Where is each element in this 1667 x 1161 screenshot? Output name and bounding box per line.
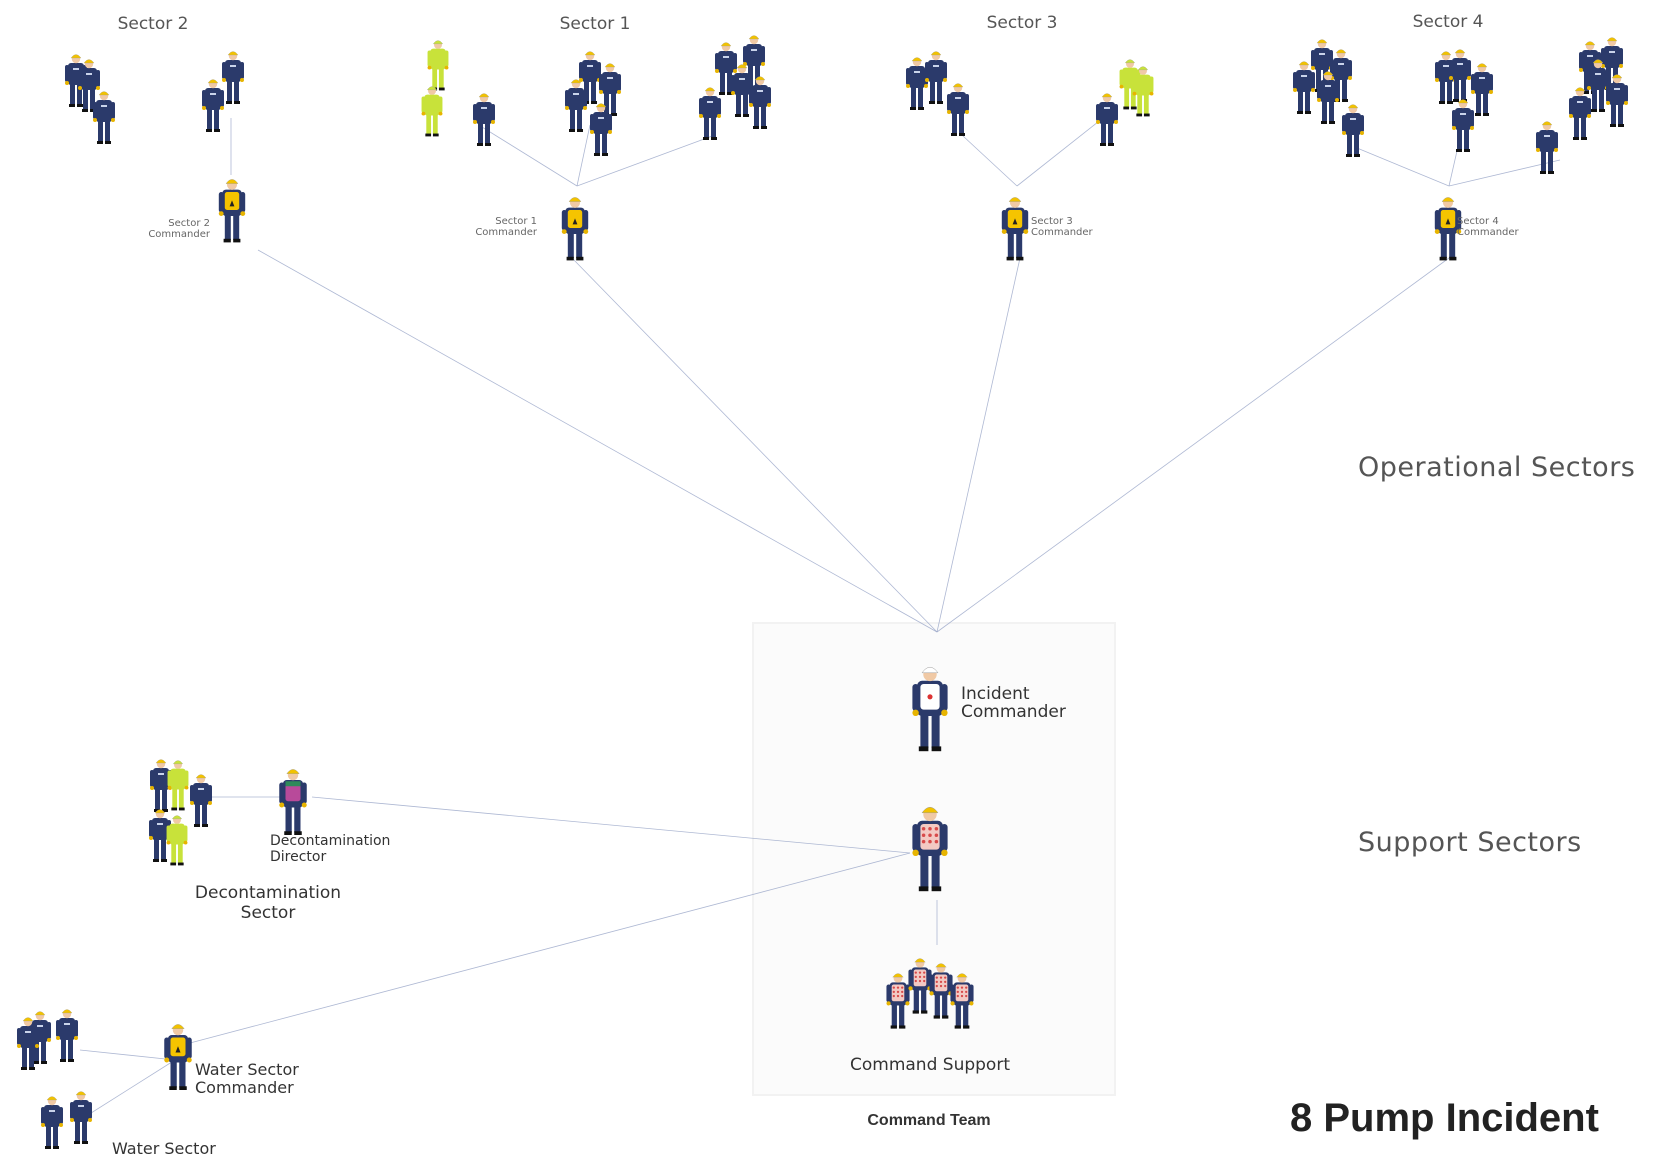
decon-sector-line-1: Decontamination: [194, 883, 342, 903]
sector-1-commander-line-1: Sector 1: [495, 216, 537, 227]
sector-2-commander-line-2: Commander: [148, 229, 210, 240]
sector-4-commander-label: Sector 4 Commander: [1457, 216, 1519, 238]
sector-4-commander-line-2: Commander: [1457, 227, 1519, 238]
sector4-crew-13: [1606, 74, 1628, 127]
decon-director-line-1: Decontamination: [270, 833, 391, 849]
sector2-crew-4: [222, 51, 244, 104]
sector2-commander: [218, 179, 246, 243]
command-support-1: [886, 973, 910, 1029]
sector1-hazmat-2: [421, 86, 443, 137]
decon-director-line-2: Director: [270, 849, 327, 865]
sector4-crew-4: [1317, 71, 1339, 124]
sector3-hazmat-2: [1132, 66, 1154, 117]
sector4-crew-15: [1536, 121, 1558, 174]
water-commander-line-2: Commander: [195, 1078, 294, 1097]
sector1-hazmat-1: [427, 40, 449, 91]
sector1-crew-9: [749, 76, 771, 129]
decon-director-label: Decontamination Director: [270, 833, 390, 865]
decon-hazmat-1: [167, 760, 189, 811]
sector1-commander: [561, 197, 589, 261]
sector4-crew-5: [1342, 104, 1364, 157]
command-support-lead: [912, 806, 948, 892]
sector-1-commander-line-2: Commander: [475, 227, 537, 238]
sector1-crew-6: [715, 42, 737, 95]
command-support-3: [929, 963, 953, 1019]
diagram-title: 8 Pump Incident: [1290, 1096, 1599, 1140]
sector1-fan-1: [576, 124, 591, 187]
sector3-crew-4: [1096, 93, 1118, 146]
sector4-commander: [1434, 197, 1462, 261]
sector1-crew-3: [599, 63, 621, 116]
decon-director: [279, 769, 307, 835]
sector-2-title: Sector 2: [117, 14, 189, 34]
sector4-crew-7: [1449, 49, 1471, 102]
sector3-commander: [1001, 197, 1029, 261]
sector-4-commander-line-1: Sector 4: [1457, 216, 1499, 227]
sector1-crew-7: [743, 35, 765, 88]
sector2-crew-2: [78, 59, 100, 112]
sector-3-commander-label: Sector 3 Commander: [1031, 216, 1093, 238]
sector-2-commander-label: Sector 2 Commander: [145, 218, 210, 240]
water-commander-label: Water Sector Commander: [195, 1061, 299, 1097]
sector-1-commander-label: Sector 1 Commander: [472, 216, 537, 238]
command-team-label: Command Team: [867, 1112, 991, 1129]
decon-sector-label: Decontamination Sector: [178, 883, 358, 923]
water-crew-2: [17, 1017, 39, 1070]
water-commander-line-1: Water Sector: [195, 1060, 299, 1079]
sector4-fan-0: [1356, 147, 1450, 187]
sector1-crew-1: [473, 93, 495, 146]
sector1-crew-4: [565, 79, 587, 132]
sector4-crew-9: [1452, 99, 1474, 152]
sector2-crew-3: [93, 91, 115, 144]
sector4-crew-3: [1293, 61, 1315, 114]
sector3-fan-0: [962, 135, 1018, 187]
sector1-crew-10: [699, 87, 721, 140]
decon-hazmat-2: [166, 815, 188, 866]
command-support-4: [950, 973, 974, 1029]
incident-commander-label: Incident Commander: [961, 685, 1066, 721]
incident-commander-line-1: Incident: [961, 684, 1030, 704]
sector4-crew-8: [1471, 63, 1493, 116]
incident-commander: [912, 666, 948, 752]
sector4-crew-14: [1569, 87, 1591, 140]
sector-3-commander-line-2: Commander: [1031, 227, 1093, 238]
operational-sectors-label: Operational Sectors: [1358, 452, 1636, 483]
ops-link-0: [571, 257, 938, 633]
water-crew-3: [56, 1009, 78, 1062]
command-support-2: [908, 958, 932, 1014]
water-commander: [164, 1024, 192, 1090]
sector3-crew-1: [906, 57, 928, 110]
sector3-crew-3: [947, 83, 969, 136]
sector-1-title: Sector 1: [559, 14, 631, 34]
water-crew-link-a: [79, 1049, 176, 1061]
decon-crew-2: [190, 774, 212, 827]
decon-link: [311, 796, 911, 854]
water-crew-link-b: [79, 1059, 176, 1121]
water-sector-label: Water Sector: [112, 1139, 216, 1158]
decon-sector-line-2: Sector: [240, 903, 296, 923]
ops-link-3: [257, 249, 938, 633]
water-crew-5: [70, 1091, 92, 1144]
sector2-crew-5: [202, 79, 224, 132]
sector-4-title: Sector 4: [1412, 12, 1484, 32]
ops-link-1: [936, 257, 1021, 633]
sector4-crew-12: [1587, 59, 1609, 112]
ops-link-2: [936, 257, 1450, 633]
sector1-fan-0: [481, 126, 578, 187]
sector-3-commander-line-1: Sector 3: [1031, 216, 1073, 227]
sector3-crew-2: [925, 51, 947, 104]
incident-commander-line-2: Commander: [961, 702, 1066, 722]
water-link: [189, 852, 911, 1044]
sector-2-commander-line-1: Sector 2: [168, 218, 210, 229]
sector-3-title: Sector 3: [986, 13, 1058, 33]
support-sectors-label: Support Sectors: [1358, 827, 1582, 858]
command-support-label: Command Support: [850, 1055, 1010, 1075]
water-crew-4: [41, 1096, 63, 1149]
sector1-fan-2: [576, 134, 716, 187]
sector3-fan-1: [1016, 117, 1104, 187]
sector1-crew-5: [590, 103, 612, 156]
